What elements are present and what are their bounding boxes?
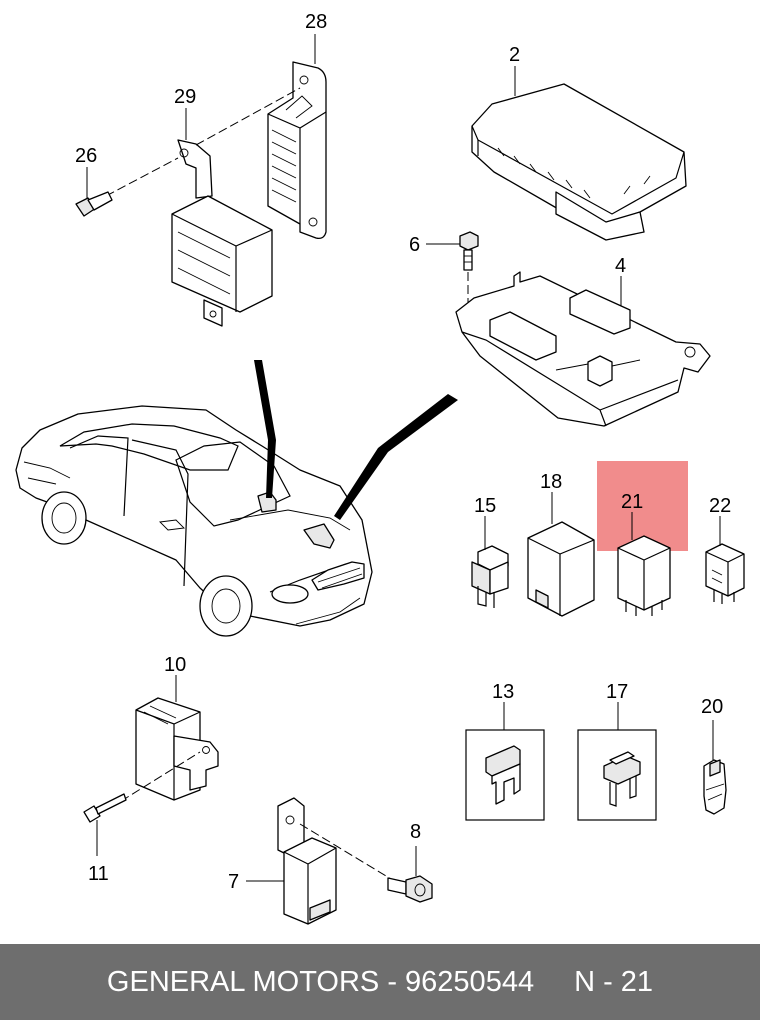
callout-10: 10 <box>164 654 186 676</box>
footer-separator: - <box>387 965 397 998</box>
car-illustration <box>15 405 373 637</box>
footer-brand: GENERAL MOTORS <box>106 965 380 998</box>
callout-18: 18 <box>540 471 562 493</box>
part-29-module <box>171 139 273 327</box>
part-20-fuse-puller <box>703 759 727 815</box>
callout-2: 2 <box>509 44 520 66</box>
callout-28: 28 <box>305 11 327 33</box>
part-2-fusebox-cover <box>471 83 687 241</box>
callout-6: 6 <box>409 234 420 256</box>
part-15-mini-relay <box>471 545 509 608</box>
callout-7: 7 <box>228 871 239 893</box>
part-4-fuse-relay-box <box>455 271 711 427</box>
dashline-7-8 <box>299 823 397 883</box>
part-26-bolt <box>75 191 113 217</box>
footer-bar: GENERAL MOTORS - 96250544 N - 21 <box>0 944 760 1020</box>
swoosh-to-fusebox <box>334 394 458 520</box>
part-8-bolt <box>387 875 433 903</box>
callout-4: 4 <box>615 255 626 277</box>
callout-21: 21 <box>621 491 643 513</box>
callout-11: 11 <box>88 863 109 885</box>
callout-8: 8 <box>410 821 421 843</box>
swoosh-to-module <box>254 360 276 498</box>
callout-26: 26 <box>75 145 97 167</box>
callout-22: 22 <box>709 495 731 517</box>
part-21-relay <box>617 535 671 616</box>
part-22-micro-relay <box>705 543 745 604</box>
part-7-module <box>277 797 337 925</box>
footer-part-number: 96250544 <box>405 965 535 998</box>
part-17-fuse <box>603 751 641 807</box>
part-6-screw <box>459 231 479 271</box>
part-13-fuse <box>485 745 521 805</box>
callout-29: 29 <box>174 86 196 108</box>
part-11-screw <box>83 793 127 823</box>
dashline-29-28 <box>195 87 301 146</box>
callout-17: 17 <box>606 681 628 703</box>
part-13-frame <box>465 729 545 821</box>
callout-15: 15 <box>474 495 496 517</box>
parts-diagram: 28 29 26 2 6 <box>15 11 745 925</box>
callout-20: 20 <box>701 696 723 718</box>
part-18-relay <box>527 521 595 617</box>
part-28-bracket <box>267 61 327 240</box>
dashline-26-29 <box>105 157 179 197</box>
part-10-module <box>135 697 219 801</box>
part-17-frame <box>577 729 657 821</box>
footer-reference: N - 21 <box>574 965 654 998</box>
callout-13: 13 <box>492 681 514 703</box>
